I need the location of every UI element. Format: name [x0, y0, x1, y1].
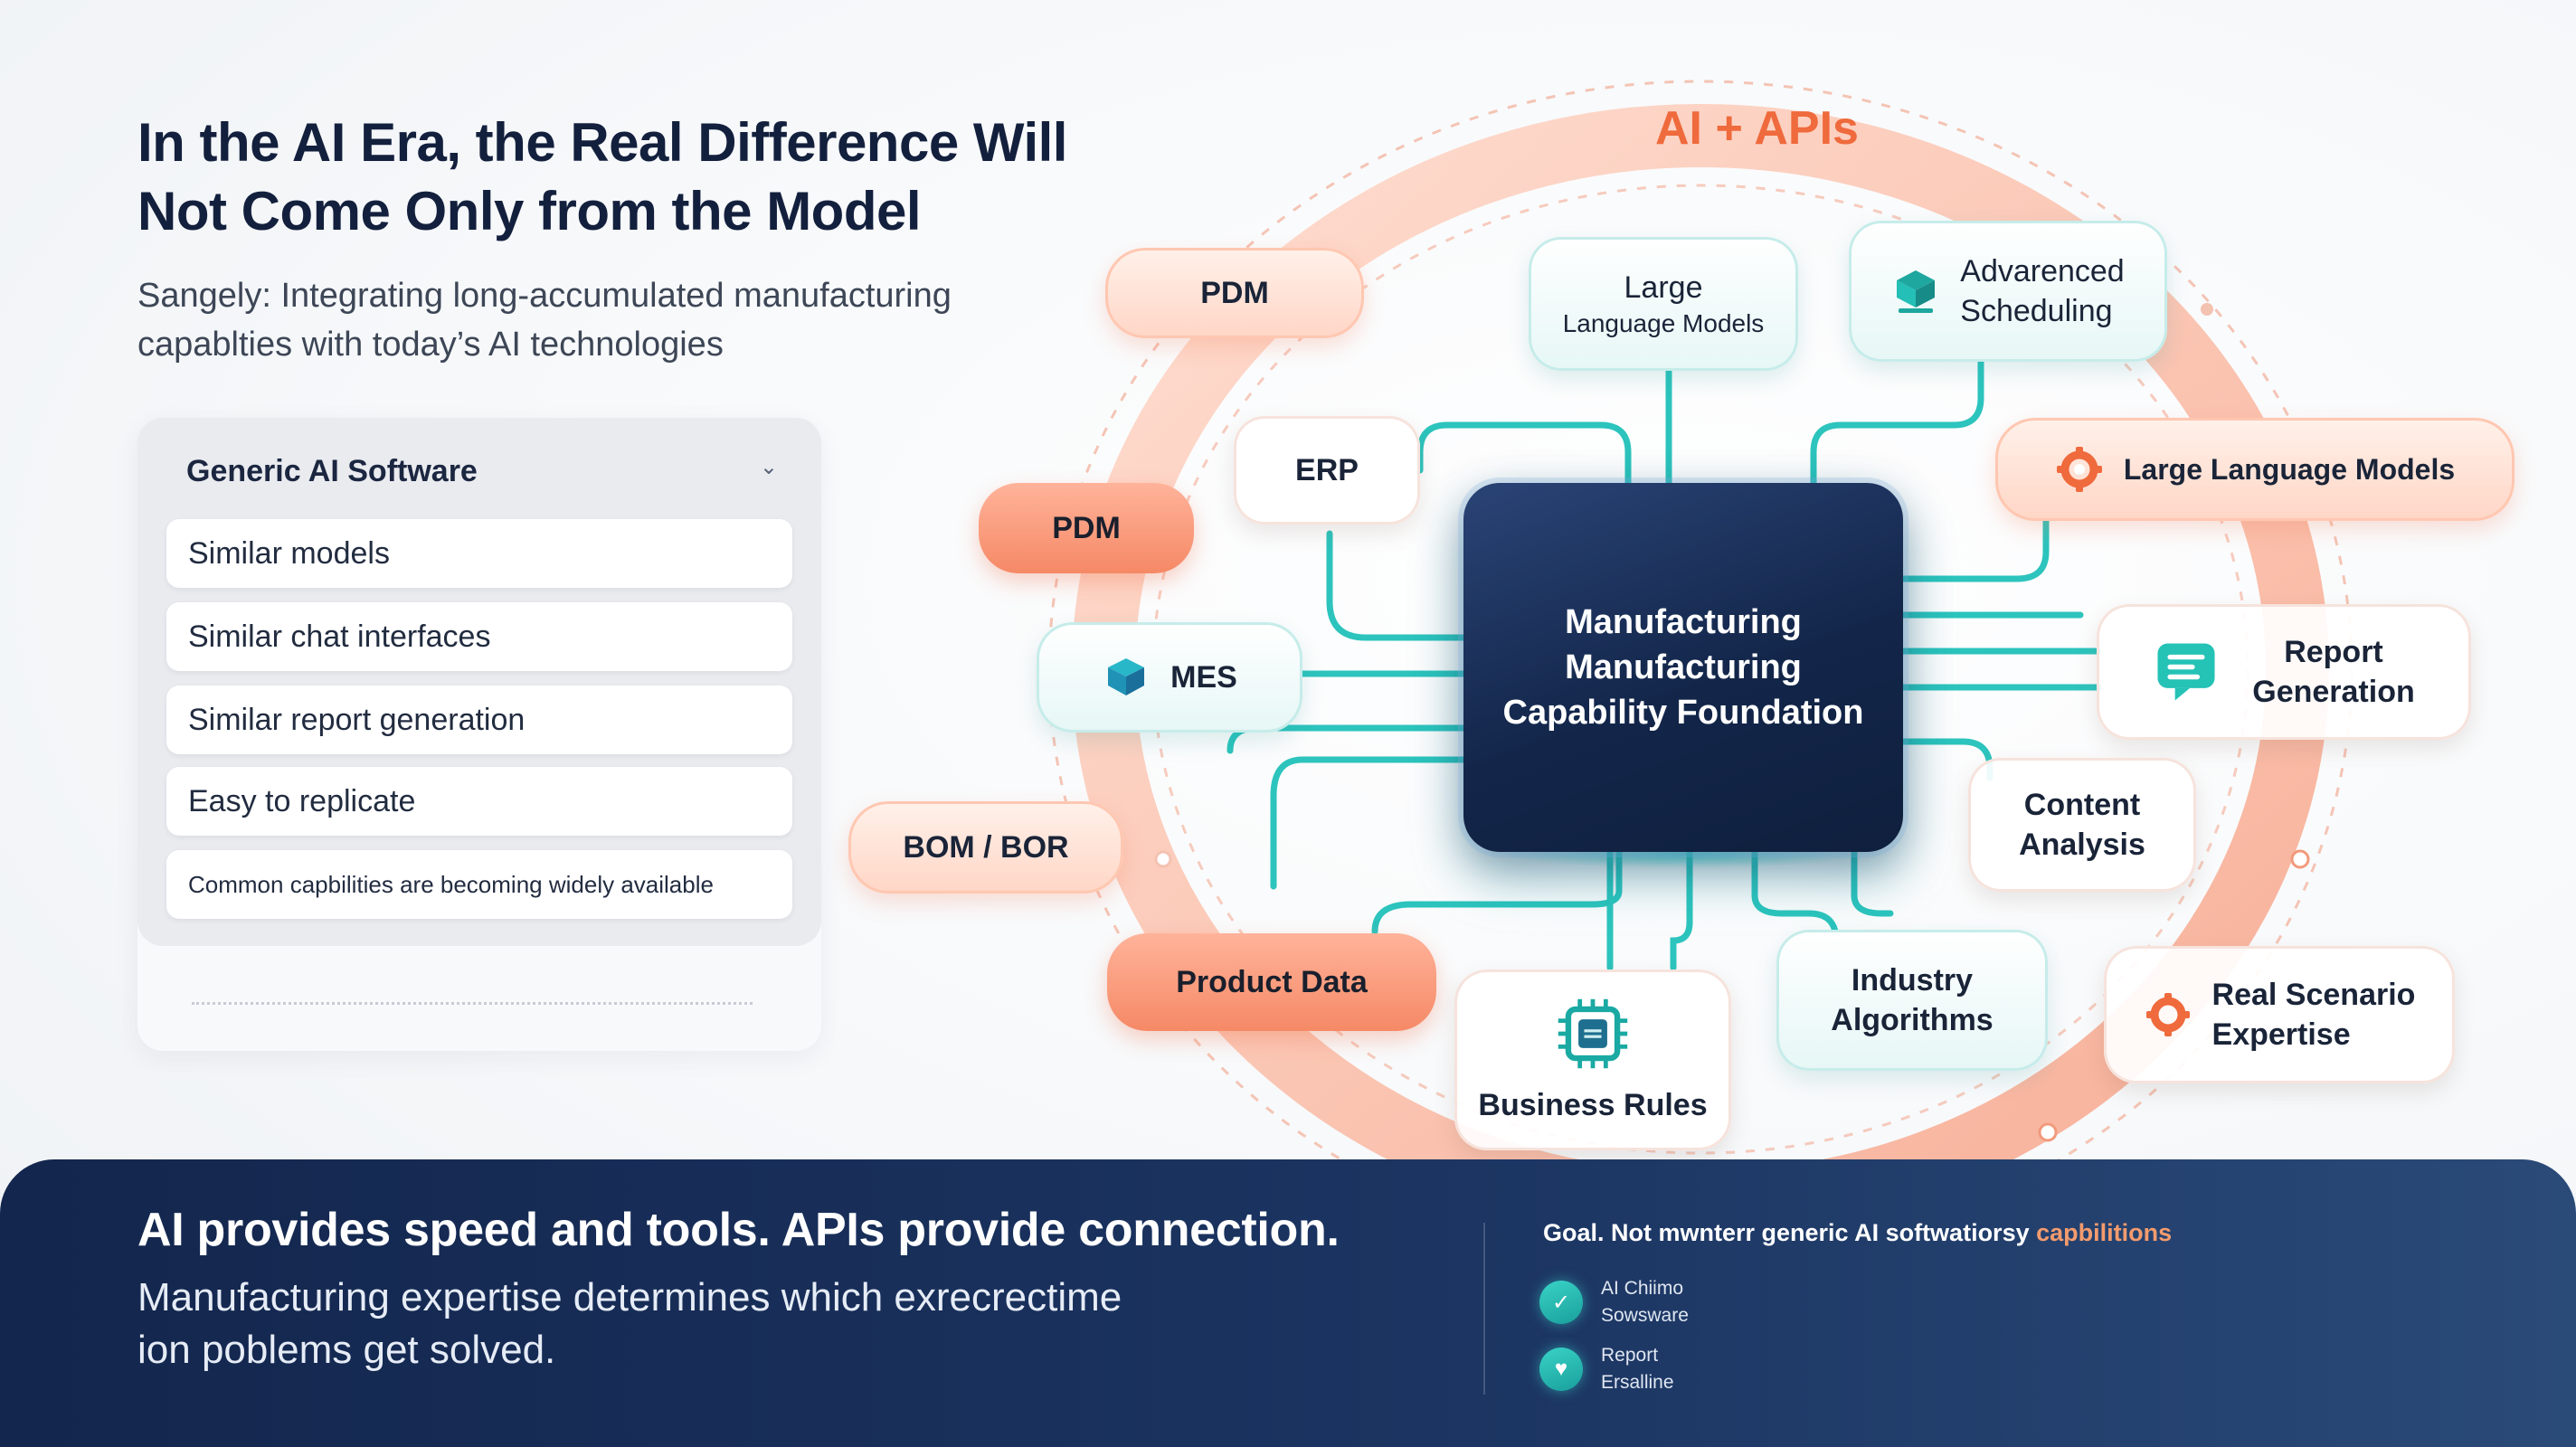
goal-highlight: capbilitions — [2036, 1219, 2173, 1246]
node-business-rules[interactable]: Business Rules — [1454, 969, 1731, 1150]
node-label: Large Language Models — [2123, 453, 2456, 486]
node-label: PDM — [1052, 511, 1121, 545]
node-label-line-1: Report — [2284, 635, 2383, 669]
generic-ai-panel: Generic AI Software ⌄ Similar models Sim… — [137, 418, 821, 1051]
cube-icon — [1108, 658, 1145, 695]
footer-body-line-1: Manufacturing expertise determines which… — [137, 1275, 1122, 1319]
core-line-3: Capability Foundation — [1502, 694, 1864, 732]
dotted-divider — [192, 1002, 753, 1005]
list-item: Similar chat interfaces — [166, 602, 792, 671]
node-label-line-1: Industry — [1851, 963, 1974, 998]
heart-icon: ♥ — [1539, 1348, 1583, 1391]
ring-dot — [2201, 303, 2213, 316]
subtitle-line-2: capablties with today’s AI technologies — [137, 326, 724, 364]
cube-stack-icon — [1897, 270, 1936, 313]
node-label: PDM — [1200, 276, 1269, 310]
check-icon: ✓ — [1539, 1281, 1583, 1324]
node-label: Product Data — [1176, 965, 1368, 999]
goal-item: ✓ AI Chiimo Sowsware — [1539, 1275, 1689, 1329]
list-item: Similar models — [166, 519, 792, 588]
footer-divider — [1483, 1223, 1485, 1395]
goal-prefix: Goal. Not mwnterr generic AI softwatiors… — [1543, 1219, 2037, 1246]
node-label-line-1: Content — [2023, 788, 2141, 822]
node-label-line-1: Large — [1624, 270, 1703, 305]
node-erp[interactable]: ERP — [1234, 416, 1420, 525]
goal-text: Goal. Not mwnterr generic AI softwatiors… — [1543, 1219, 2172, 1247]
footer-headline: AI provides speed and tools. APIs provid… — [137, 1204, 1340, 1256]
node-real-scenario[interactable]: Real Scenario Expertise — [2104, 946, 2455, 1083]
node-product-data[interactable]: Product Data — [1107, 933, 1436, 1031]
core-line-2: Manufacturing — [1565, 648, 1802, 686]
chat-report-icon — [2157, 643, 2215, 701]
node-label: Business Rules — [1478, 1088, 1708, 1122]
node-label-line-1: Real Scenario — [2211, 978, 2416, 1012]
node-label-line-2: Expertise — [2211, 1017, 2351, 1052]
list-item: Common capbilities are becoming widely a… — [166, 850, 792, 919]
footer-band — [0, 1159, 2576, 1447]
ai-apis-label: AI + APIs — [1655, 102, 1859, 155]
node-label: BOM / BOR — [903, 830, 1069, 865]
generic-ai-card: Generic AI Software ⌄ Similar models Sim… — [137, 418, 821, 946]
core-capability-foundation[interactable]: Manufacturing Manufacturing Capability F… — [1463, 483, 1903, 852]
page-title: In the AI Era, the Real Difference Will … — [137, 109, 1178, 246]
node-label-line-2: Scheduling — [1960, 294, 2113, 328]
ring-dot — [2038, 1122, 2058, 1142]
goal-item-line-1: Report — [1601, 1345, 1659, 1366]
node-mes[interactable]: MES — [1037, 622, 1302, 733]
list-item: Easy to replicate — [166, 767, 792, 836]
node-label-line-2: Analysis — [2019, 828, 2145, 862]
subtitle-line-1: Sangely: Integrating long-accumulated ma… — [137, 277, 952, 315]
node-pdm-left[interactable]: PDM — [979, 483, 1194, 573]
node-llm-right[interactable]: Large Language Models — [1995, 418, 2514, 521]
gear-icon — [2145, 993, 2190, 1036]
ring-dot — [2290, 849, 2310, 869]
page-subtitle: Sangely: Integrating long-accumulated ma… — [137, 271, 1087, 369]
node-label-line-2: Algorithms — [1831, 1003, 1994, 1037]
footer-body-line-2: ion poblems get solved. — [137, 1328, 556, 1372]
goal-item-line-2: Sowsware — [1601, 1305, 1689, 1326]
node-content-analysis[interactable]: Content Analysis — [1968, 758, 2196, 892]
node-pdm-top[interactable]: PDM — [1105, 248, 1364, 338]
node-label-line-1: Advarenced — [1960, 254, 2125, 288]
node-llm-top[interactable]: Large Language Models — [1529, 237, 1798, 371]
list-item: Similar report generation — [166, 686, 792, 754]
node-bom-bor[interactable]: BOM / BOR — [848, 801, 1123, 894]
ring-dot — [1154, 850, 1172, 868]
goal-item-line-1: AI Chiimo — [1601, 1278, 1684, 1299]
node-industry-algorithms[interactable]: Industry Algorithms — [1776, 930, 2048, 1071]
node-advanced-scheduling[interactable]: Advarenced Scheduling — [1849, 221, 2167, 362]
node-label-line-2: Generation — [2252, 675, 2415, 709]
chip-icon — [1558, 998, 1628, 1069]
node-report-generation[interactable]: Report Generation — [2097, 604, 2471, 740]
goal-item: ♥ Report Ersalline — [1539, 1342, 1674, 1396]
core-line-1: Manufacturing — [1565, 603, 1802, 641]
gear-icon — [2056, 447, 2102, 492]
title-line-1: In the AI Era, the Real Difference Will — [137, 112, 1067, 173]
node-label-line-2: Language Models — [1562, 309, 1765, 337]
chevron-down-icon[interactable]: ⌄ — [759, 455, 778, 479]
title-line-2: Not Come Only from the Model — [137, 181, 922, 241]
footer-body: Manufacturing expertise determines which… — [137, 1272, 1449, 1376]
node-label: ERP — [1295, 453, 1359, 487]
node-label: MES — [1170, 660, 1237, 695]
panel-title: Generic AI Software — [186, 454, 478, 488]
goal-item-line-2: Ersalline — [1601, 1372, 1674, 1393]
